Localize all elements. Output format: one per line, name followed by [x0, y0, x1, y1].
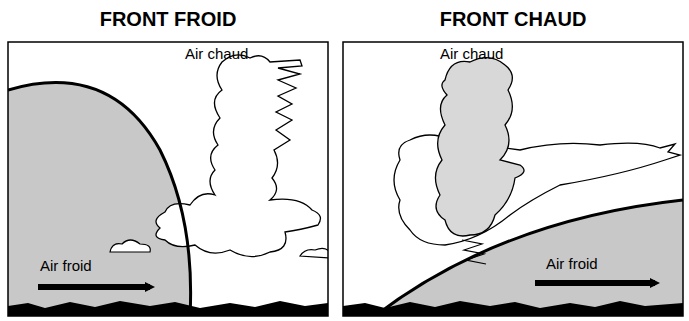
air-mass-label: Air froid [40, 258, 92, 275]
air-mass-label: Air froid [546, 256, 598, 273]
cold-front-panel [8, 42, 328, 316]
panel-title: FRONT CHAUD [440, 8, 587, 30]
air-mass-label: Air chaud [185, 46, 248, 63]
cold-air-arrow [38, 284, 150, 290]
cold-air-arrow [535, 280, 655, 286]
panel-title: FRONT FROID [100, 8, 237, 30]
air-mass-label: Air chaud [440, 46, 503, 63]
warm-front-panel [343, 42, 683, 316]
